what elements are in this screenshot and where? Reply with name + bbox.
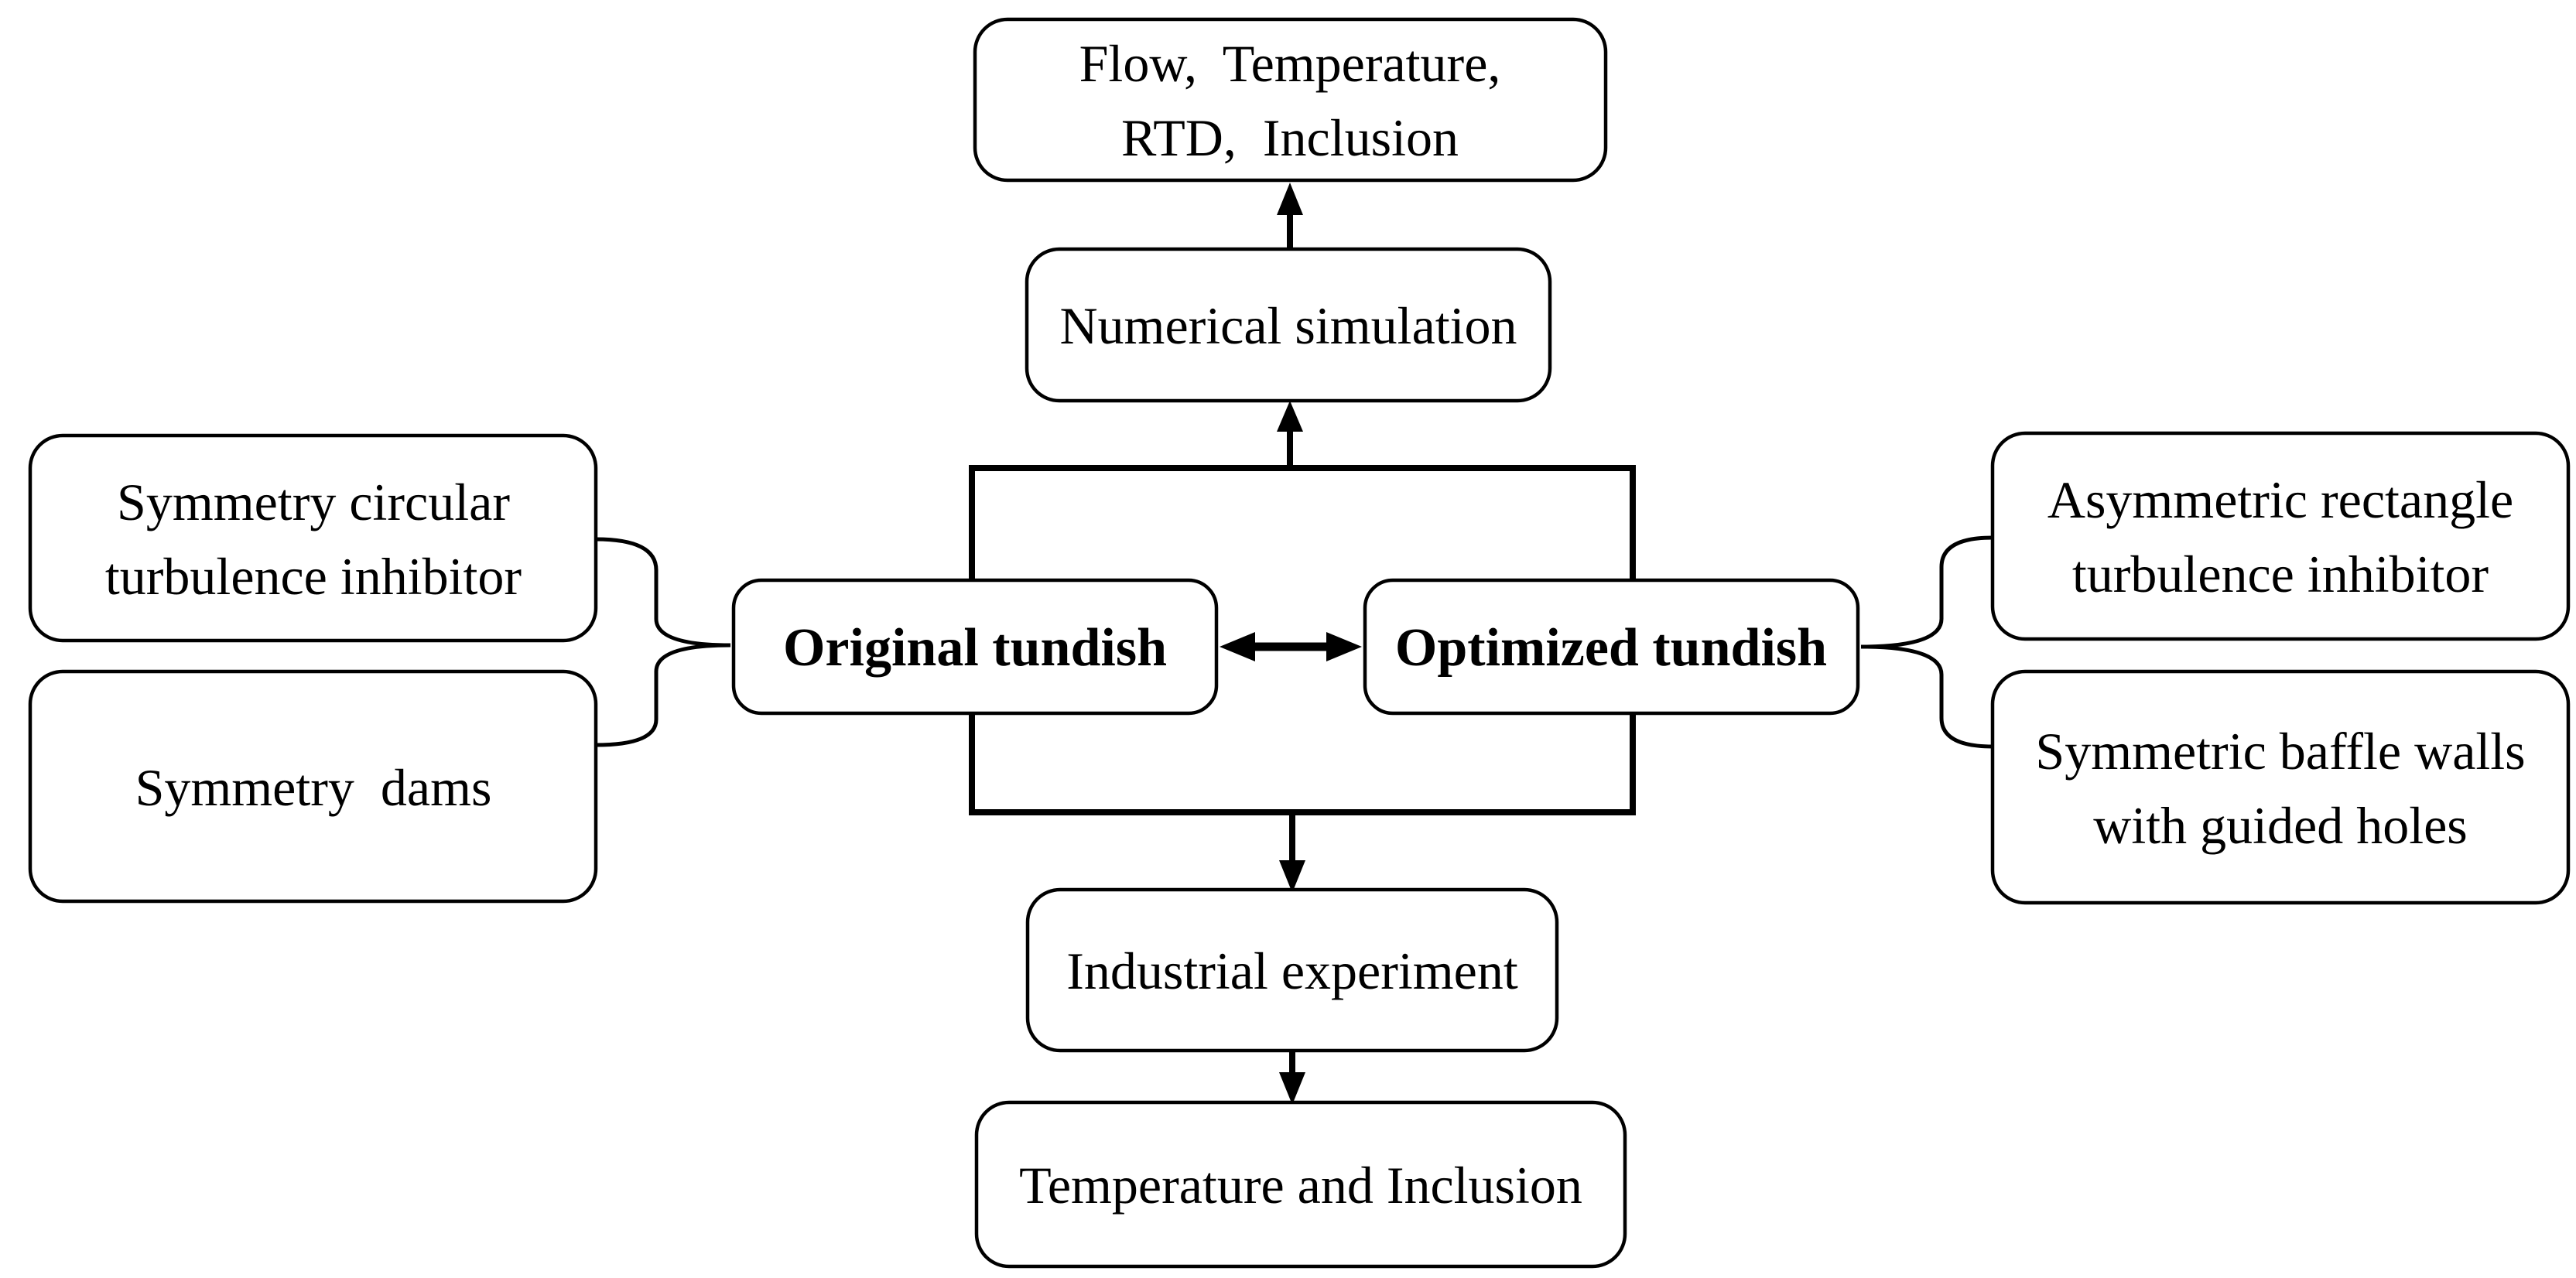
node-optimized-tundish: Optimized tundish (1363, 578, 1860, 716)
outputs-bottom-label: Temperature and Inclusion (1019, 1156, 1582, 1215)
right-brace-connector (1860, 535, 1995, 749)
industrial-experiment-label: Industrial experiment (1066, 941, 1518, 1000)
arrow-numerical-to-outputs-head (1277, 183, 1303, 215)
arrow-frame-to-industrial-head (1279, 860, 1305, 893)
arrow-frame-to-numerical-head (1277, 401, 1303, 432)
node-outputs-top: Flow, Temperature, RTD, Inclusion (973, 17, 1608, 183)
left-bottom-label: Symmetry dams (135, 758, 492, 817)
node-numerical-simulation: Numerical simulation (1025, 247, 1552, 403)
node-original-tundish: Original tundish (731, 578, 1219, 716)
node-right-bottom: Symmetric baffle walls with guided holes (1990, 669, 2571, 905)
outputs-top-label-line1: Flow, Temperature, (1079, 34, 1501, 93)
left-top-label-line1: Symmetry circular (117, 473, 510, 531)
node-right-top: Asymmetric rectangle turbulence inhibito… (1990, 431, 2571, 641)
left-brace-connector (594, 537, 731, 747)
outputs-bottom-box (974, 1100, 1627, 1269)
arrow-original-optimized-left-head (1220, 632, 1255, 661)
right-bottom-label-line2: with guided holes (2093, 796, 2468, 855)
node-industrial-experiment: Industrial experiment (1025, 887, 1559, 1053)
right-bottom-box (1990, 669, 2571, 905)
left-top-box (28, 433, 598, 643)
optimized-tundish-label: Optimized tundish (1395, 618, 1827, 678)
optimized-tundish-box (1363, 578, 1860, 716)
right-bottom-label-line1: Symmetric baffle walls (2035, 722, 2525, 781)
right-top-label-line1: Asymmetric rectangle (2047, 470, 2513, 529)
arrow-industrial-to-temperature-head (1279, 1072, 1305, 1105)
numerical-simulation-label: Numerical simulation (1059, 296, 1517, 355)
node-outputs-bottom: Temperature and Inclusion (974, 1100, 1627, 1269)
outputs-top-box (973, 17, 1608, 183)
node-left-bottom: Symmetry dams (28, 669, 598, 904)
numerical-simulation-box (1025, 247, 1552, 403)
original-tundish-label: Original tundish (783, 618, 1167, 678)
right-top-box (1990, 431, 2571, 641)
industrial-experiment-box (1025, 887, 1559, 1053)
left-top-label-line2: turbulence inhibitor (105, 547, 522, 606)
right-top-label-line2: turbulence inhibitor (2072, 545, 2489, 603)
outputs-top-label-line2: RTD, Inclusion (1121, 108, 1459, 167)
left-bottom-box (28, 669, 598, 904)
node-left-top: Symmetry circular turbulence inhibitor (28, 433, 598, 643)
arrow-original-optimized-right-head (1326, 632, 1362, 661)
original-tundish-box (731, 578, 1219, 716)
